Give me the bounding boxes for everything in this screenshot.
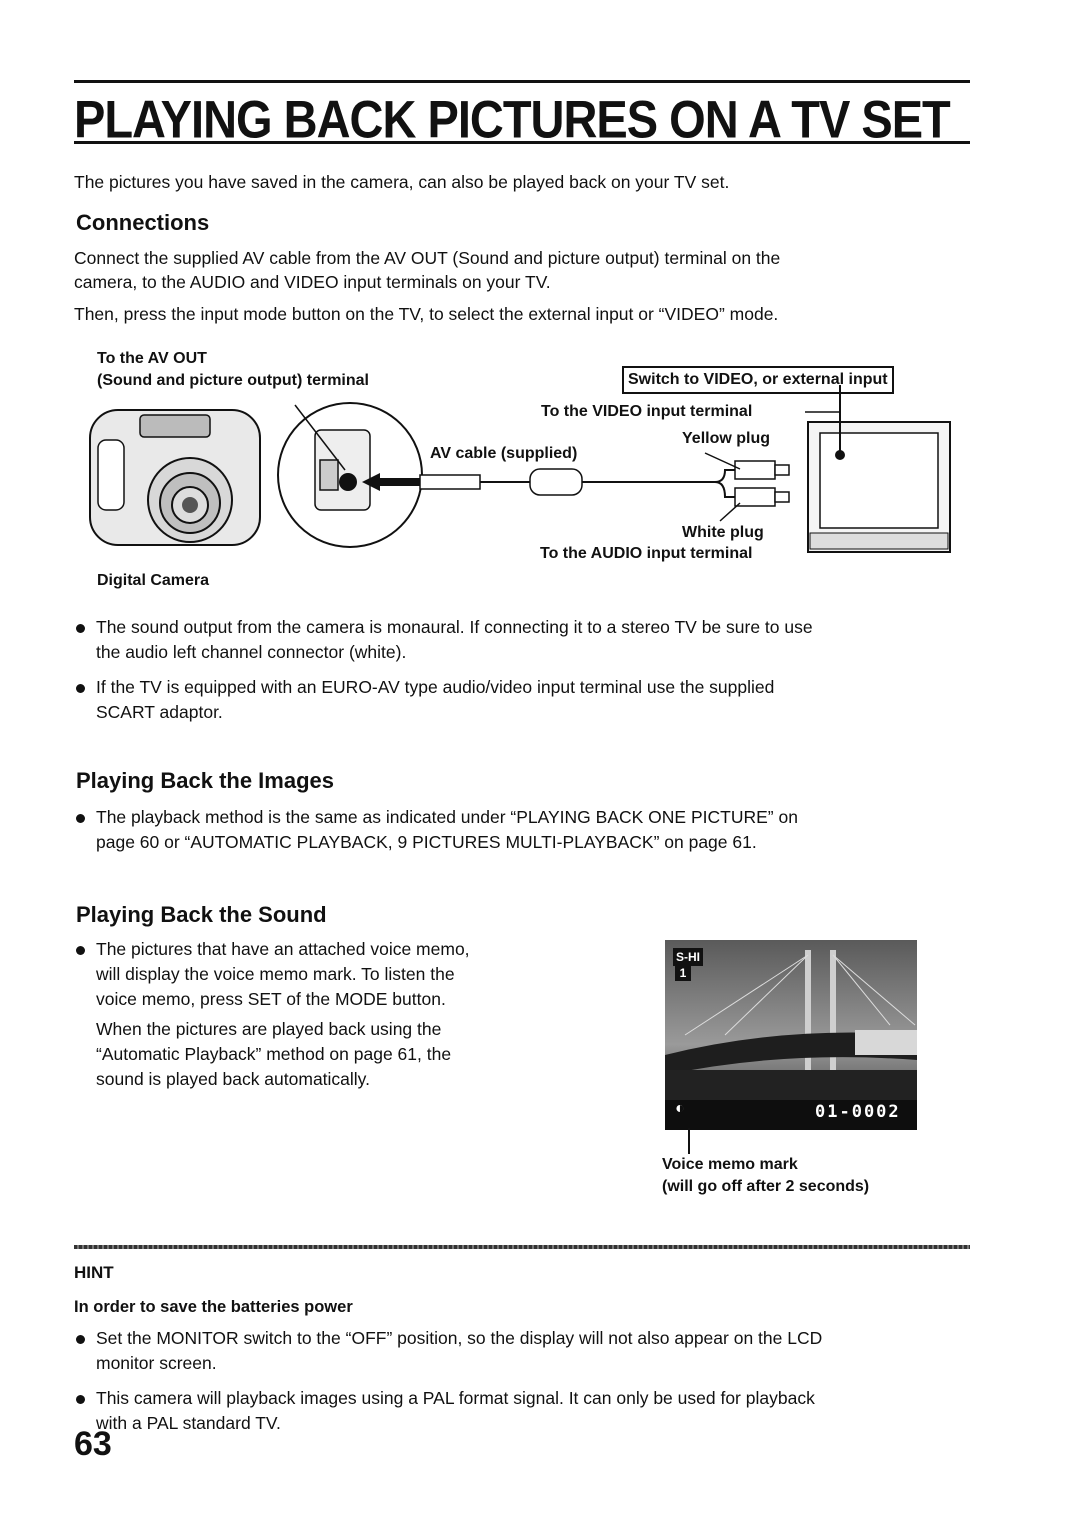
label-av-out-line1: To the AV OUT [97, 350, 207, 367]
hint-list: Set the MONITOR switch to the “OFF” posi… [74, 1326, 974, 1446]
terminal-zoom-illustration [277, 402, 423, 548]
connections-p1-line2: camera, to the AUDIO and VIDEO input ter… [74, 272, 551, 292]
av-cable-illustration [419, 452, 790, 522]
images-line2: page 60 or “AUTOMATIC PLAYBACK, 9 PICTUR… [96, 832, 757, 852]
bridge-photo [665, 940, 917, 1130]
connection-note-2-line1: If the TV is equipped with an EURO-AV ty… [96, 677, 775, 697]
images-heading: Playing Back the Images [76, 768, 334, 793]
connection-note-2: If the TV is equipped with an EURO-AV ty… [74, 675, 954, 725]
playback-screen-image: S-HI 1 ◐ 01-0002 [665, 940, 917, 1130]
bullet-dot [76, 624, 85, 633]
bullet-dot [76, 946, 85, 955]
hint-divider [74, 1245, 970, 1249]
connections-heading: Connections [76, 210, 210, 235]
connection-diagram [89, 385, 951, 553]
images-list: The playback method is the same as indic… [74, 805, 954, 865]
voice-memo-caption-line2: (will go off after 2 seconds) [662, 1178, 870, 1195]
voice-memo-caption-line1: Voice memo mark [662, 1156, 798, 1173]
hint-item-2: This camera will playback images using a… [74, 1386, 974, 1436]
label-audio-terminal: To the AUDIO input terminal [540, 545, 753, 562]
sound-heading: Playing Back the Sound [76, 902, 327, 927]
hint-item-1: Set the MONITOR switch to the “OFF” posi… [74, 1326, 974, 1376]
hint-item-2-line1: This camera will playback images using a… [96, 1388, 815, 1408]
sound-b1-line3: voice memo, press SET of the MODE button… [96, 989, 446, 1009]
label-digital-camera: Digital Camera [97, 572, 210, 589]
images-line1: The playback method is the same as indic… [96, 807, 798, 827]
sound-b2-line3: sound is played back automatically. [96, 1069, 370, 1089]
title-bottom-rule [74, 141, 970, 144]
connection-notes-list: The sound output from the camera is mona… [74, 615, 954, 735]
connections-p1-line1: Connect the supplied AV cable from the A… [74, 248, 781, 268]
label-av-cable: AV cable (supplied) [430, 445, 578, 462]
sound-paragraph: When the pictures are played back using … [96, 1017, 451, 1092]
hint-subheading: In order to save the batteries power [74, 1298, 353, 1316]
bullet-dot [76, 1335, 85, 1344]
sound-bullet: The pictures that have an attached voice… [74, 937, 554, 1012]
page-title: PLAYING BACK PICTURES ON A TV SET [74, 89, 951, 149]
hint-item-1-line2: monitor screen. [96, 1353, 217, 1373]
frame-number: 01-0002 [815, 1102, 901, 1122]
voice-memo-caption: Voice memo mark (will go off after 2 sec… [662, 1154, 869, 1198]
tv-illustration [805, 385, 951, 553]
label-white-plug: White plug [682, 524, 764, 541]
connections-paragraph-2: Then, press the input mode button on the… [74, 304, 779, 324]
connection-note-1: The sound output from the camera is mona… [74, 615, 954, 665]
sound-b1-line2: will display the voice memo mark. To lis… [96, 964, 455, 984]
connection-note-1-line1: The sound output from the camera is mona… [96, 617, 813, 637]
hint-label: HINT [74, 1263, 114, 1282]
title-top-rule [74, 80, 970, 83]
voice-memo-pointer [688, 1128, 690, 1154]
label-switch-video: Switch to VIDEO, or external input [622, 366, 894, 394]
sound-b2-line2: “Automatic Playback” method on page 61, … [96, 1044, 452, 1064]
bullet-dot [76, 684, 85, 693]
hint-item-1-line1: Set the MONITOR switch to the “OFF” posi… [96, 1328, 823, 1348]
image-size-icon: 1 [675, 965, 691, 981]
label-video-terminal: To the VIDEO input terminal [541, 403, 753, 420]
connection-note-1-line2: the audio left channel connector (white)… [96, 642, 407, 662]
voice-memo-icon: ◐ [675, 1100, 685, 1117]
quality-badge: S-HI [673, 948, 703, 966]
bullet-dot [76, 814, 85, 823]
page-number: 63 [74, 1425, 112, 1463]
hint-item-2-line2: with a PAL standard TV. [96, 1413, 281, 1433]
images-bullet: The playback method is the same as indic… [74, 805, 954, 855]
digital-camera-illustration [89, 409, 261, 546]
label-av-out-line2: (Sound and picture output) terminal [97, 372, 369, 389]
sound-b1-line1: The pictures that have an attached voice… [96, 939, 470, 959]
connections-paragraph-1: Connect the supplied AV cable from the A… [74, 246, 974, 294]
sound-b2-line1: When the pictures are played back using … [96, 1019, 442, 1039]
connection-note-2-line2: SCART adaptor. [96, 702, 223, 722]
bullet-dot [76, 1395, 85, 1404]
label-av-out: To the AV OUT (Sound and picture output)… [97, 348, 369, 392]
sound-list: The pictures that have an attached voice… [74, 937, 554, 1022]
label-yellow-plug: Yellow plug [682, 430, 771, 447]
intro-text: The pictures you have saved in the camer… [74, 172, 730, 192]
